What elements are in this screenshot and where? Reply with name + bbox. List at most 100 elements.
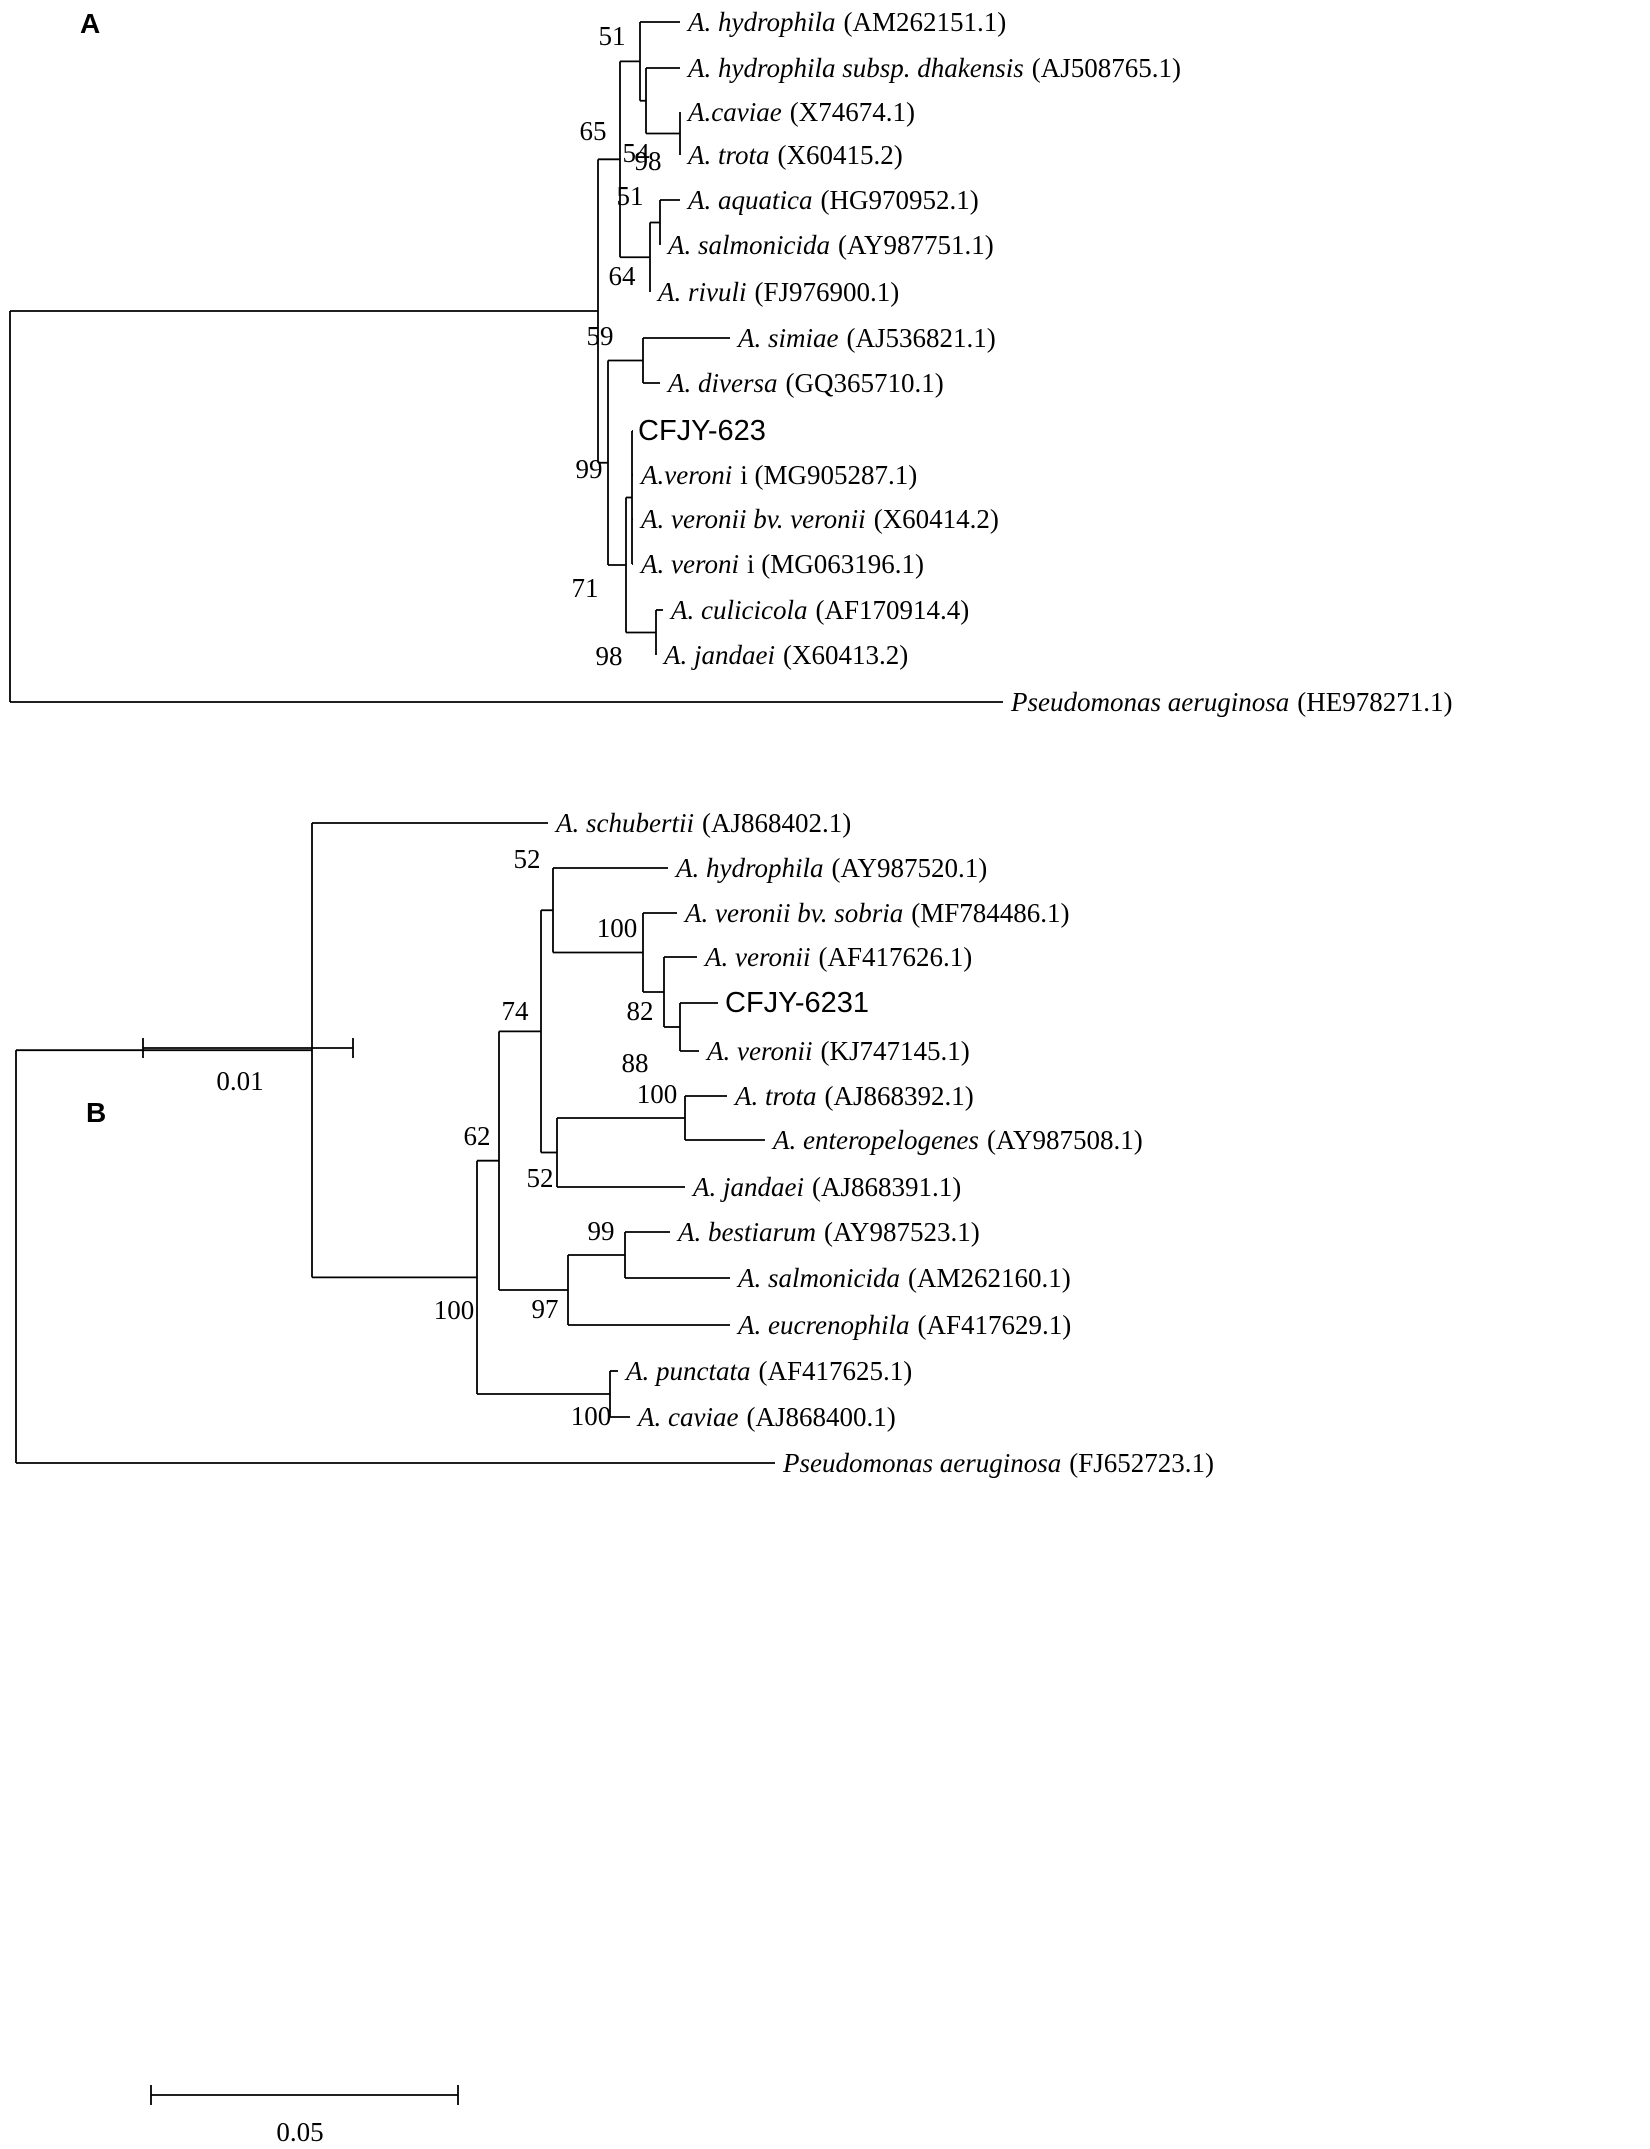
bootstrap-value: 100 [434, 1295, 475, 1325]
accession-number: (AY987520.1) [832, 853, 988, 883]
leaf-label: A. eucrenophila (AF417629.1) [736, 1310, 1071, 1340]
isolate-name: CFJY-623 [638, 415, 766, 447]
accession-number: (X60415.2) [778, 140, 903, 170]
leaf-label: A. trota (AJ868392.1) [733, 1081, 974, 1111]
bootstrap-value: 65 [580, 116, 607, 146]
bootstrap-value: 99 [576, 454, 603, 484]
species-name: A. trota [686, 140, 770, 170]
leaf-label: A. hydrophila (AM262151.1) [686, 7, 1006, 37]
species-name: A. salmonicida [666, 230, 830, 260]
tree-panel-b: B A. schubertii(AJ868402.1)A. hydrophila… [15, 808, 1214, 2147]
leaf-label: A. hydrophila(AY987520.1) [674, 853, 987, 883]
species-name: A. veronii bv. veronii [639, 504, 866, 534]
bootstrap-value: 74 [502, 996, 530, 1026]
bootstrap-value: 98 [596, 641, 623, 671]
accession-number: (AJ868392.1) [825, 1081, 974, 1111]
panel-label: A [80, 8, 100, 39]
accession-number: (AY987751.1) [838, 230, 994, 260]
accession-number: (X60413.2) [783, 640, 908, 670]
leaf-labels: A. hydrophila (AM262151.1) A. hydrophila s… [638, 7, 1452, 717]
bootstrap-value: 99 [588, 1216, 615, 1246]
accession-number: (MF784486.1) [911, 898, 1069, 928]
leaf-label: A. diversa(GQ365710.1) [666, 368, 944, 398]
species-name: A. diversa [666, 368, 777, 398]
leaf-label: A. culicicola (AF170914.4) [669, 595, 969, 625]
species-name: A. simiae [736, 323, 839, 353]
species-name: A. culicicola [669, 595, 807, 625]
bootstrap-value: 71 [572, 573, 599, 603]
accession-number: (HE978271.1) [1297, 687, 1452, 717]
species-name: A. caviae [636, 1402, 738, 1432]
leaf-label: Pseudomonas aeruginosa (FJ652723.1) [782, 1448, 1214, 1478]
species-name: A. aquatica [686, 185, 812, 215]
bootstrap-value: 88 [622, 1048, 649, 1078]
leaf-label: A. veronii bv. sobria (MF784486.1) [683, 898, 1069, 928]
species-name: A. eucrenophila [736, 1310, 909, 1340]
accession-number: (AJ536821.1) [847, 323, 996, 353]
leaf-label: A. salmonicida (AY987751.1) [666, 230, 994, 260]
species-name: A. hydrophila [686, 7, 836, 37]
accession-number: (AY987523.1) [824, 1217, 980, 1247]
species-name: A.caviae [686, 97, 782, 127]
species-name: A. rivuli [656, 277, 747, 307]
leaf-label: A. bestiarum(AY987523.1) [676, 1217, 980, 1247]
species-name: A. veronii [705, 1036, 812, 1066]
isolate-name: CFJY-6231 [725, 987, 869, 1019]
scale-bar: 0.05 [150, 2085, 459, 2147]
bootstrap-value: 51 [599, 21, 626, 51]
accession-number: (AJ868400.1) [746, 1402, 895, 1432]
accession-number: (AM262151.1) [844, 7, 1007, 37]
leaf-label: A. enteropelogenes(AY987508.1) [771, 1125, 1143, 1155]
leaf-label: CFJY-623 [638, 415, 766, 447]
accession-number: (AY987508.1) [987, 1125, 1143, 1155]
accession-number: (X74674.1) [790, 97, 915, 127]
leaf-label: Pseudomonas aeruginosa(HE978271.1) [1010, 687, 1452, 717]
bootstrap-value: 52 [514, 844, 541, 874]
accession-number: (AF417629.1) [917, 1310, 1071, 1340]
leaf-label: A. schubertii (AJ868402.1) [554, 808, 851, 838]
leaf-label: A. jandaei(X60413.2) [662, 640, 908, 670]
leaf-label: A. veroni i (MG063196.1) [639, 549, 924, 579]
accession-number: (HG970952.1) [820, 185, 978, 215]
species-name: A. schubertii [554, 808, 694, 838]
accession-number: (AF417626.1) [818, 942, 972, 972]
leaf-label: A. rivuli(FJ976900.1) [656, 277, 899, 307]
leaf-label: A. punctata(AF417625.1) [624, 1356, 912, 1386]
bootstrap-value: 52 [527, 1163, 554, 1193]
scale-bar-label: 0.01 [216, 1066, 263, 1096]
species-name: A. veronii bv. sobria [683, 898, 903, 928]
bootstrap-value: 97 [532, 1294, 559, 1324]
species-name: A. hydrophila subsp. dhakensis [686, 53, 1024, 83]
species-name: A. trota [733, 1081, 817, 1111]
accession-number: (AM262160.1) [908, 1263, 1071, 1293]
bootstrap-value: 64 [609, 261, 637, 291]
species-name: A. veroni [639, 549, 739, 579]
species-name: Pseudomonas aeruginosa [782, 1448, 1061, 1478]
species-name: A.veroni [639, 460, 732, 490]
bootstrap-value: 98 [635, 146, 662, 176]
species-name: A. punctata [624, 1356, 750, 1386]
leaf-label: A. hydrophila subsp. dhakensis (AJ508765.… [686, 53, 1181, 83]
accession-number: i (MG063196.1) [747, 549, 924, 579]
accession-number: (AJ868391.1) [812, 1172, 961, 1202]
tree-panel-a: A A. hydrophila(AM262151.1)A. hydrophila… [9, 7, 1452, 1096]
accession-number: (AF170914.4) [815, 595, 969, 625]
leaf-label: A. simiae (AJ536821.1) [736, 323, 996, 353]
leaf-label: A. veronii bv. veronii (X60414.2) [639, 504, 999, 534]
bootstrap-value: 100 [637, 1079, 678, 1109]
accession-number: (KJ747145.1) [820, 1036, 969, 1066]
leaf-label: A. aquatica (HG970952.1) [686, 185, 979, 215]
leaf-label: CFJY-6231 [725, 987, 869, 1019]
accession-number: (AJ868402.1) [702, 808, 851, 838]
leaf-label: A. trota (X60415.2) [686, 140, 903, 170]
accession-number: (X60414.2) [874, 504, 999, 534]
accession-number: (FJ652723.1) [1069, 1448, 1214, 1478]
tree-branches [15, 822, 775, 1464]
species-name: A. jandaei [691, 1172, 804, 1202]
leaf-label: A. jandaei (AJ868391.1) [691, 1172, 961, 1202]
leaf-label: A.caviae (X74674.1) [686, 97, 915, 127]
accession-number: (AJ508765.1) [1032, 53, 1181, 83]
leaf-label: A. veronii(AF417626.1) [703, 942, 972, 972]
